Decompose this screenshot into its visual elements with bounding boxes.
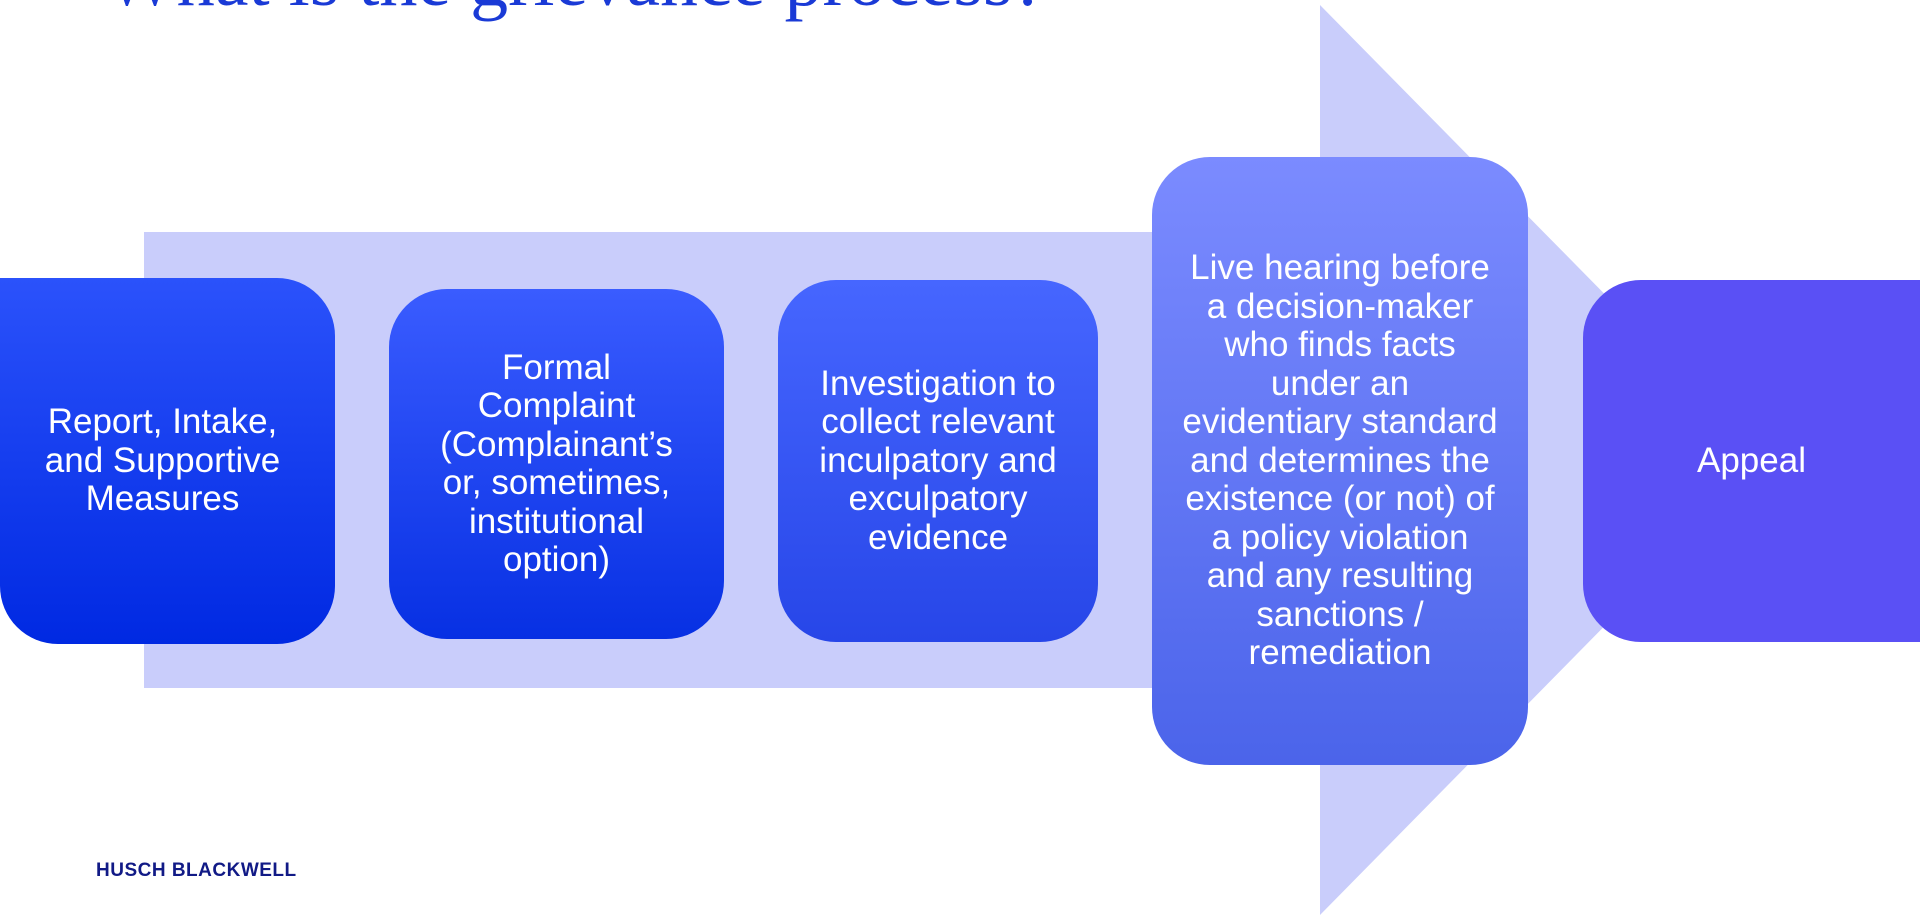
step-investigation: Investigation to collect relevant inculp… bbox=[778, 280, 1098, 642]
step-report-intake: Report, Intake, and Supportive Measures bbox=[0, 278, 335, 644]
husch-blackwell-logo: HUSCH BLACKWELL bbox=[96, 860, 297, 881]
step-label: Appeal bbox=[1697, 440, 1806, 480]
step-label: Formal Complaint (Complainant’s or, some… bbox=[440, 347, 673, 579]
step-label: Live hearing before a decision-maker who… bbox=[1182, 248, 1498, 673]
step-label: Report, Intake, and Supportive Measures bbox=[44, 402, 281, 519]
step-appeal: Appeal bbox=[1583, 280, 1920, 642]
slide-title: What is the grievance process? bbox=[105, 0, 1046, 18]
step-label: Investigation to collect relevant inculp… bbox=[819, 363, 1057, 557]
step-live-hearing: Live hearing before a decision-maker who… bbox=[1152, 157, 1528, 765]
step-formal-complaint: Formal Complaint (Complainant’s or, some… bbox=[389, 289, 724, 639]
